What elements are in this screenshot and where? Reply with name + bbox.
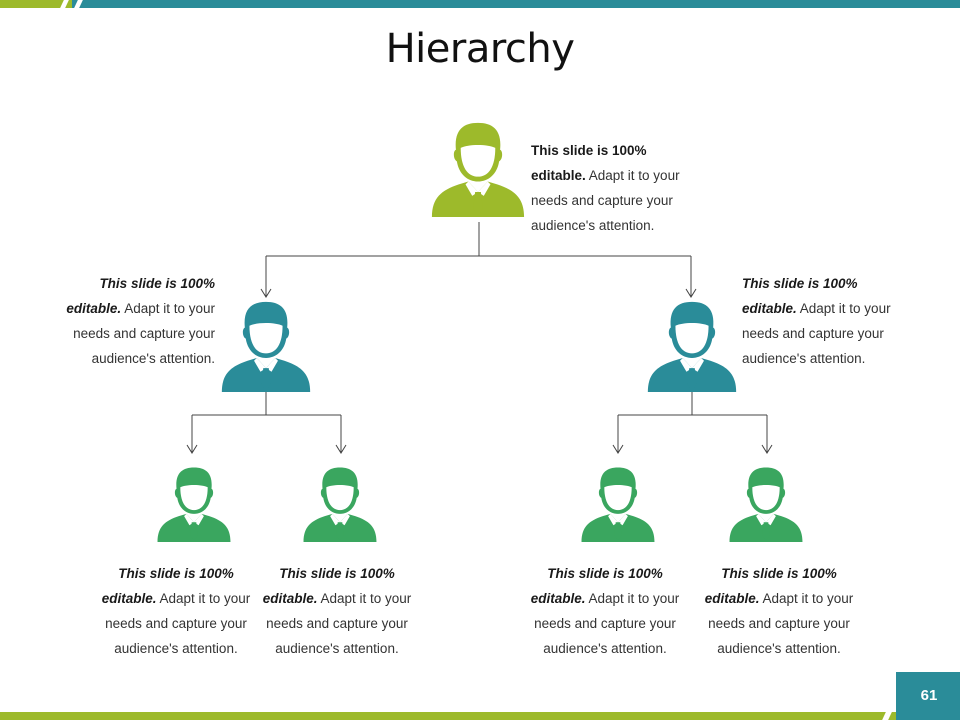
person-icon-bottom-4 — [729, 467, 803, 542]
person-icon-bottom-3 — [581, 467, 655, 542]
person-icon-mid-right — [647, 301, 737, 392]
node-text-mid-left: This slide is 100% editable. Adapt it to… — [50, 271, 215, 371]
node-text-body: Adapt it to your needs and capture your … — [708, 591, 854, 656]
top-accent-bar-lime — [0, 0, 72, 8]
node-text-mid-right: This slide is 100% editable. Adapt it to… — [742, 271, 912, 371]
node-text-body: Adapt it to your needs and capture your … — [531, 168, 680, 233]
node-text-bold: This slide is 100% editable. — [742, 276, 858, 316]
node-text-bold: This slide is 100% editable. — [704, 566, 837, 606]
node-text-bold: This slide is 100% editable. — [66, 276, 215, 316]
connector-lines — [186, 222, 773, 454]
node-text-body: Adapt it to your needs and capture your … — [742, 301, 891, 366]
node-text-body: Adapt it to your needs and capture your … — [105, 591, 251, 656]
node-text-bold: This slide is 100% editable. — [101, 566, 234, 606]
node-text-top: This slide is 100% editable. Adapt it to… — [531, 138, 701, 238]
node-text-bottom-4: This slide is 100% editable. Adapt it to… — [699, 561, 859, 661]
node-text-bottom-2: This slide is 100% editable. Adapt it to… — [257, 561, 417, 661]
person-icon-mid-left — [221, 301, 311, 392]
node-text-bottom-3: This slide is 100% editable. Adapt it to… — [525, 561, 685, 661]
node-text-bold: This slide is 100% editable. — [530, 566, 663, 606]
page-title: Hierarchy — [385, 26, 575, 72]
bottom-accent-bar — [0, 712, 960, 720]
node-text-body: Adapt it to your needs and capture your … — [534, 591, 680, 656]
person-icon-bottom-1 — [157, 467, 231, 542]
person-icon-bottom-2 — [303, 467, 377, 542]
node-text-body: Adapt it to your needs and capture your … — [266, 591, 412, 656]
node-text-bold: This slide is 100% editable. — [262, 566, 395, 606]
node-text-bottom-1: This slide is 100% editable. Adapt it to… — [96, 561, 256, 661]
node-text-bold: This slide is 100% editable. — [531, 143, 647, 183]
page-number: 61 — [920, 687, 938, 704]
top-accent-bar — [0, 0, 960, 8]
node-text-body: Adapt it to your needs and capture your … — [73, 301, 215, 366]
page-number-tab — [896, 672, 960, 720]
person-icon-top — [431, 122, 525, 217]
